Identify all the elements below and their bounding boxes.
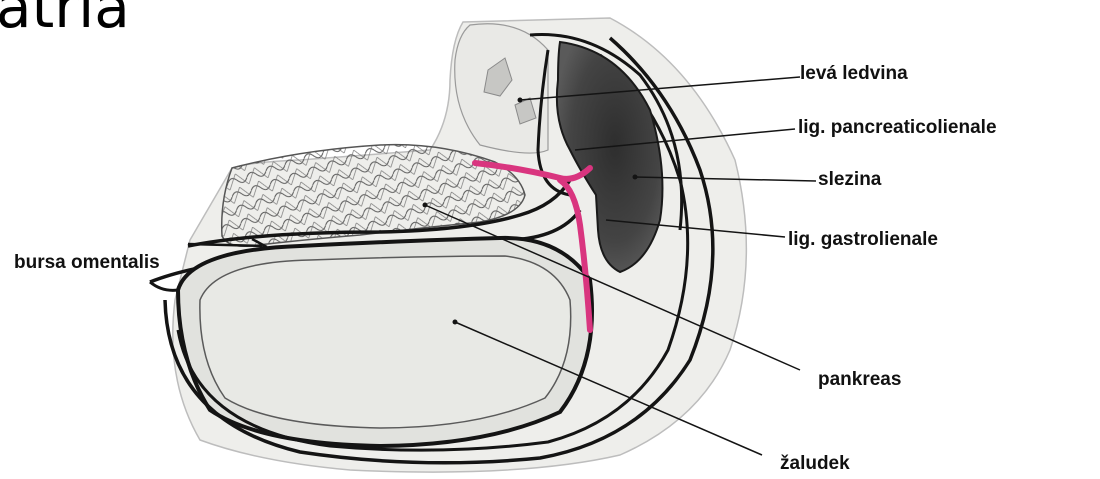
leader-dot-pancreas [423, 203, 428, 208]
label-zaludek: žaludek [780, 454, 850, 473]
label-lig-pancreaticolienale: lig. pancreaticolienale [798, 118, 997, 137]
leader-dot-spleen [633, 175, 638, 180]
leader-dot-stomach [453, 320, 458, 325]
label-pankreas: pankreas [818, 370, 901, 389]
label-leva-ledvina: levá ledvina [800, 64, 908, 83]
bursa-opening [150, 282, 178, 290]
leader-dot-kidney [518, 98, 523, 103]
label-lig-gastrolienale: lig. gastrolienale [788, 230, 938, 249]
stomach-inner-lumen [200, 256, 571, 428]
label-slezina: slezina [818, 170, 881, 189]
label-bursa-omentalis: bursa omentalis [14, 253, 160, 272]
